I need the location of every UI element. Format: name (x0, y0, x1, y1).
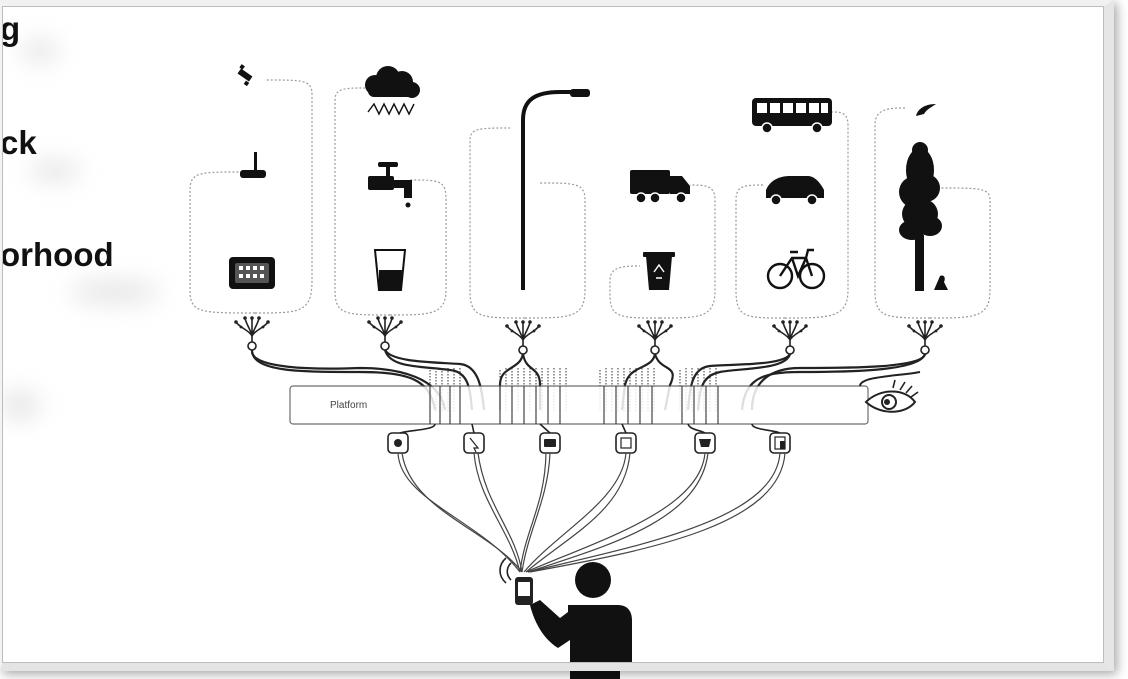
small-bird-icon (934, 275, 948, 290)
cable-ribbons-front (429, 386, 719, 424)
router-icon (240, 152, 266, 178)
blur-shadow (0, 390, 40, 420)
water-tap-icon (368, 162, 412, 208)
platform-to-apps (399, 423, 781, 434)
image-frame (0, 0, 1114, 671)
phone-icon (499, 557, 533, 605)
app-icon-glyphs (394, 436, 786, 453)
recycle-bin-icon (643, 252, 675, 290)
blur-shadow (70, 280, 160, 304)
eye-icon (864, 379, 919, 413)
car-icon (766, 176, 824, 206)
left-label-1: g (0, 10, 21, 47)
rain-cloud-icon (365, 66, 420, 116)
tree-icon (899, 142, 942, 291)
platform-right-cables (859, 371, 921, 387)
blur-shadow (20, 40, 60, 62)
water-glass-icon (373, 249, 407, 291)
app-to-phone-wires (397, 452, 786, 573)
bicycle-icon (766, 248, 826, 290)
meter-panel-icon (229, 257, 275, 289)
platform-label: Platform (330, 400, 367, 411)
satellite-icon (237, 64, 253, 87)
person-icon (530, 562, 632, 679)
left-label-2: ck (0, 124, 37, 161)
bird-icon (916, 104, 936, 116)
blur-shadow (30, 160, 80, 182)
left-label-3: orhood (0, 236, 114, 273)
bus-icon (752, 98, 832, 134)
street-lamp-icon (521, 89, 590, 290)
left-text-column: g ck orhood (0, 0, 180, 679)
sensor-group-outlines (189, 79, 991, 319)
truck-icon (630, 170, 690, 204)
